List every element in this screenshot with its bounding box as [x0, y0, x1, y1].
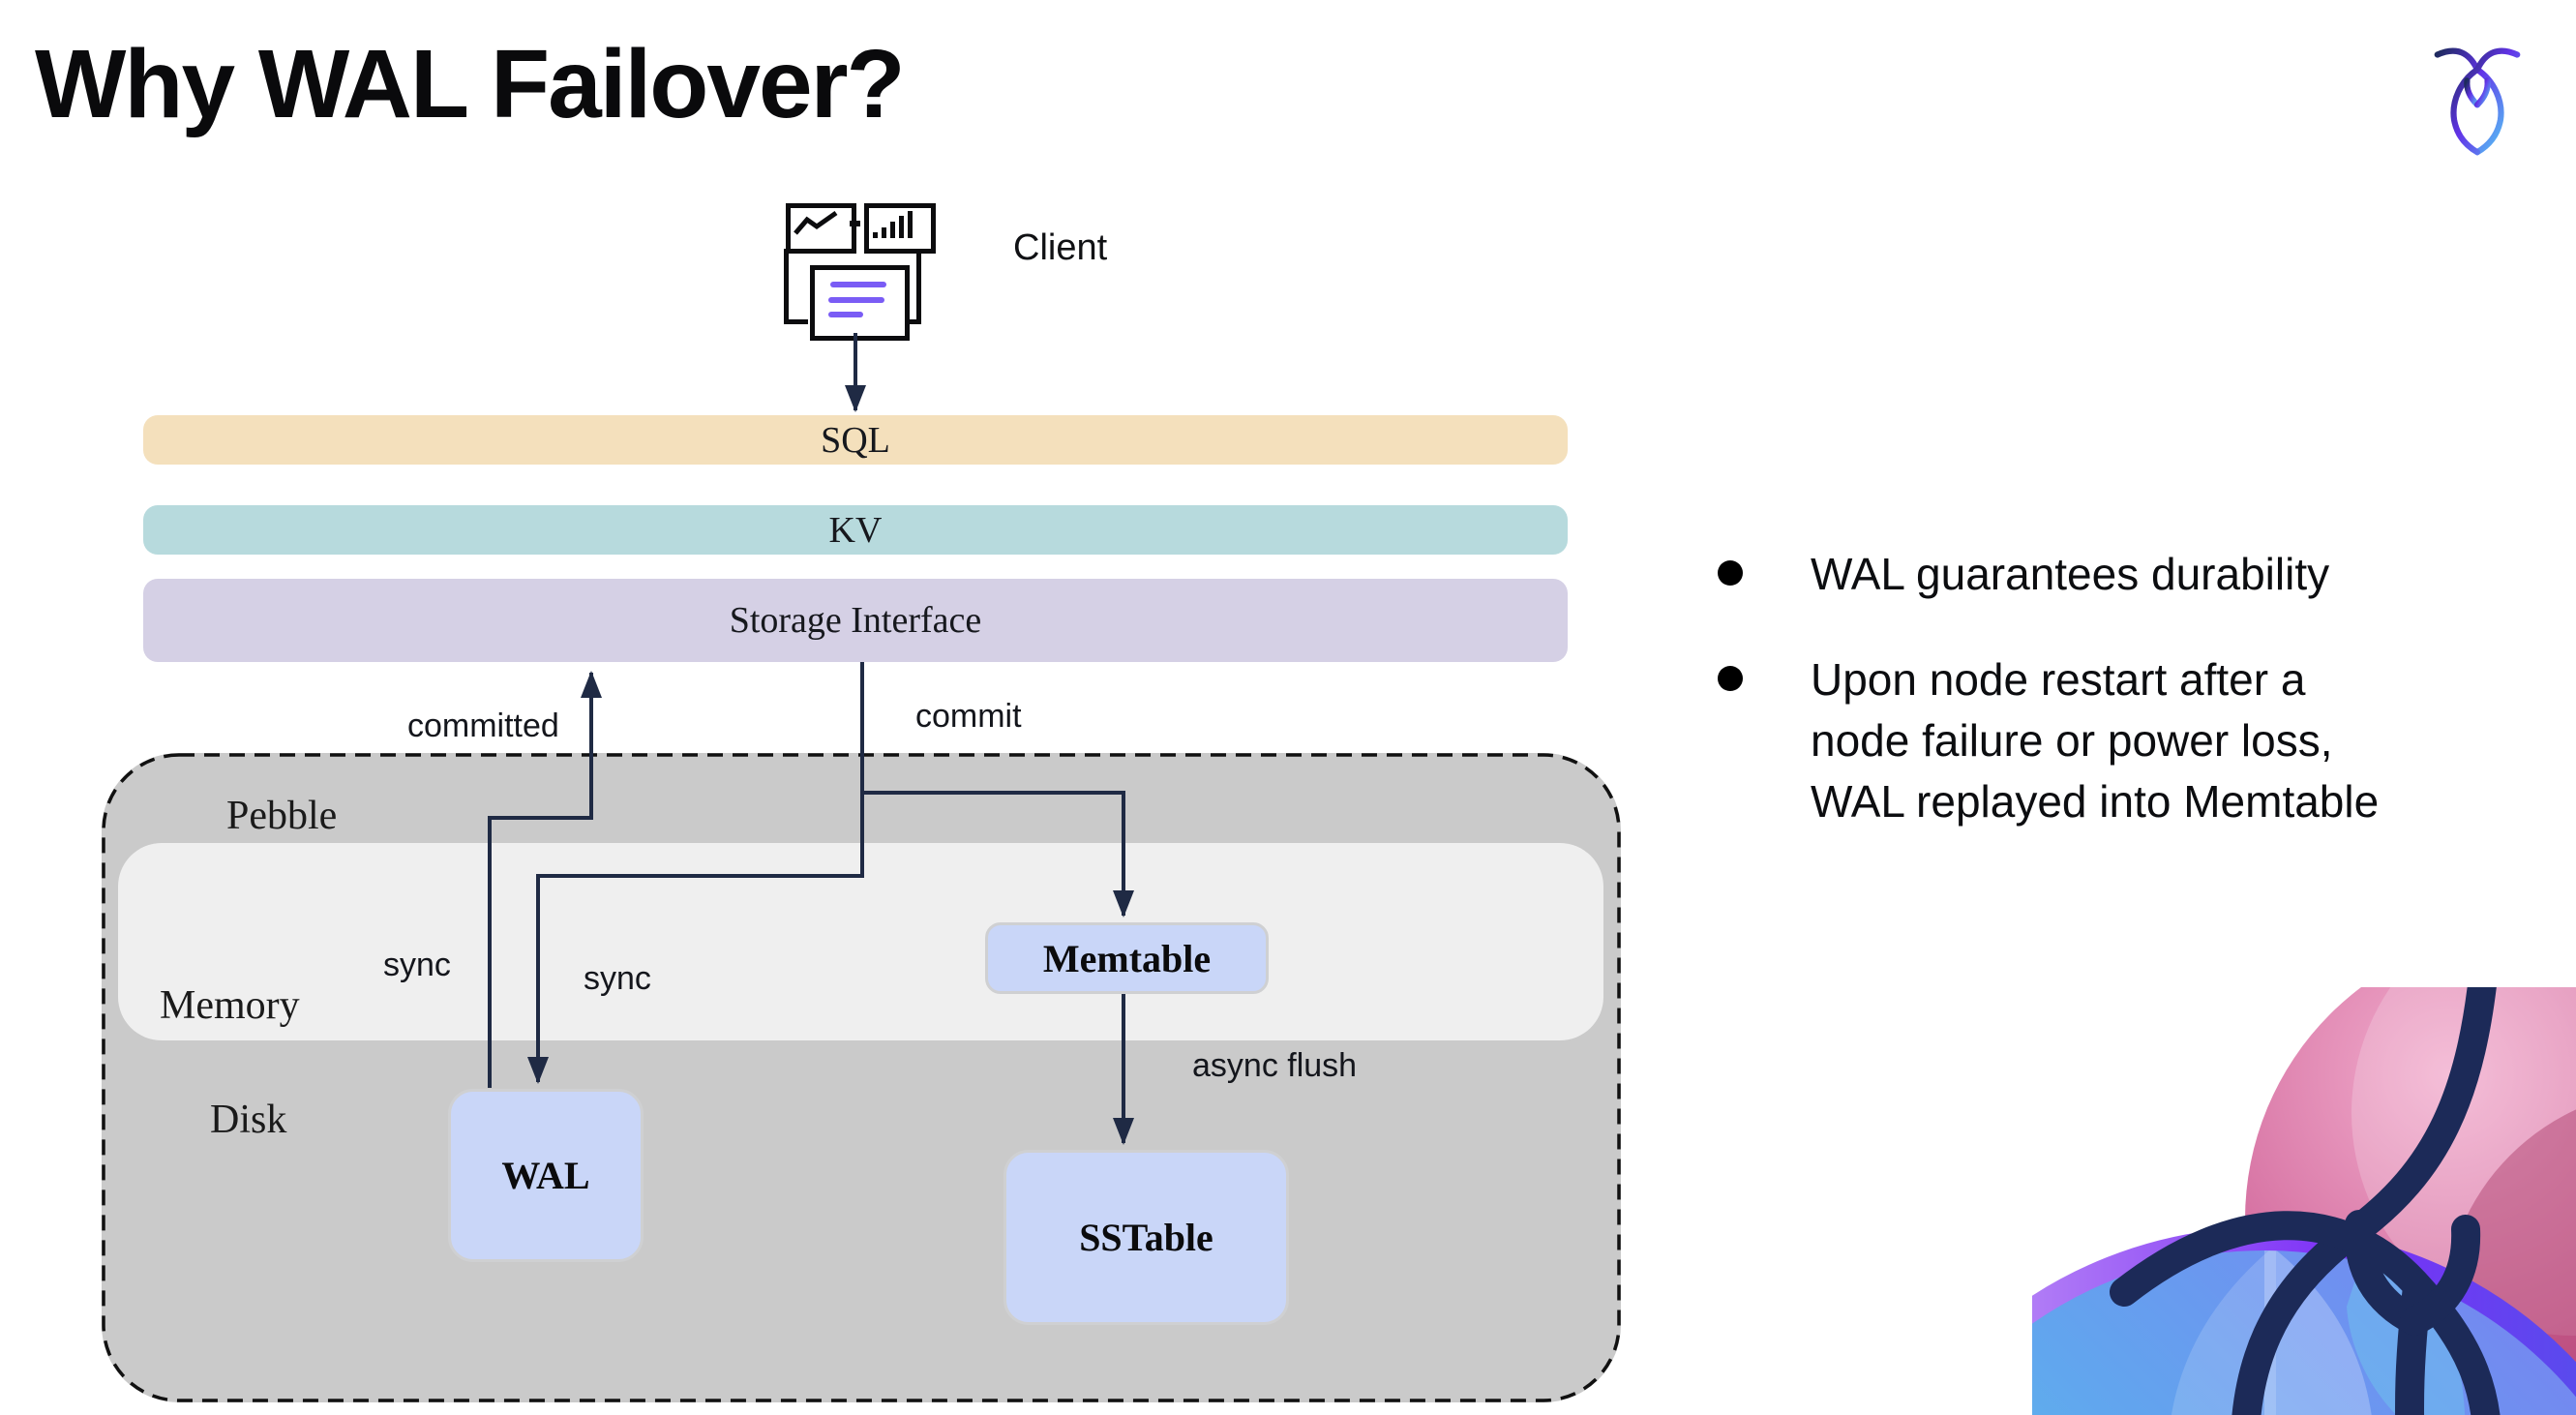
- bullet-line: WAL replayed into Memtable: [1811, 776, 2380, 827]
- bullet-text: Upon node restart after a node failure o…: [1811, 649, 2379, 832]
- bullet-dot: [1718, 560, 1743, 586]
- bullet-list: WAL guarantees durability Upon node rest…: [1718, 544, 2550, 832]
- bullet-dot: [1718, 666, 1743, 691]
- edge-label-commit: commit: [915, 698, 1022, 735]
- layer-sql: SQL: [143, 415, 1568, 465]
- bullet-line: WAL guarantees durability: [1811, 549, 2330, 599]
- pebble-container: Pebble Memory Disk: [102, 753, 1621, 1402]
- node-sstable-label: SSTable: [1079, 1216, 1213, 1259]
- edge-label-sync-left: sync: [383, 947, 451, 983]
- node-wal-label: WAL: [501, 1154, 590, 1197]
- document-icon: [810, 265, 910, 341]
- layer-sql-label: SQL: [821, 419, 890, 461]
- memory-region: [118, 843, 1603, 1040]
- page-title: Why WAL Failover?: [35, 30, 906, 138]
- edge-label-sync-right: sync: [584, 960, 651, 997]
- decorative-sphere-art: [2032, 987, 2576, 1415]
- disk-label: Disk: [210, 1098, 287, 1142]
- bullet-item: WAL guarantees durability: [1718, 544, 2550, 605]
- bullet-line: Upon node restart after a: [1811, 654, 2306, 705]
- bar-chart-icon: [864, 203, 936, 254]
- node-memtable: Memtable: [985, 922, 1269, 994]
- left-bracket-icon: [784, 249, 808, 324]
- layer-storage-interface-label: Storage Interface: [729, 600, 982, 641]
- layer-kv-label: KV: [828, 509, 883, 551]
- client-label: Client: [1013, 227, 1108, 268]
- node-sstable: SSTable: [1003, 1150, 1289, 1325]
- memory-label: Memory: [160, 983, 300, 1028]
- dash-connector: [850, 221, 860, 226]
- bullet-item: Upon node restart after a node failure o…: [1718, 649, 2550, 832]
- node-memtable-label: Memtable: [1042, 936, 1212, 980]
- node-wal: WAL: [448, 1089, 644, 1262]
- bullet-text: WAL guarantees durability: [1811, 544, 2329, 605]
- layer-kv: KV: [143, 505, 1568, 555]
- layer-storage-interface: Storage Interface: [143, 579, 1568, 662]
- line-chart-icon: [786, 203, 856, 254]
- edge-label-committed: committed: [407, 708, 559, 744]
- bullet-line: node failure or power loss,: [1811, 715, 2333, 766]
- cockroachdb-logo-icon: [2434, 47, 2521, 156]
- edge-label-async-flush: async flush: [1192, 1047, 1358, 1084]
- pebble-label: Pebble: [226, 794, 338, 838]
